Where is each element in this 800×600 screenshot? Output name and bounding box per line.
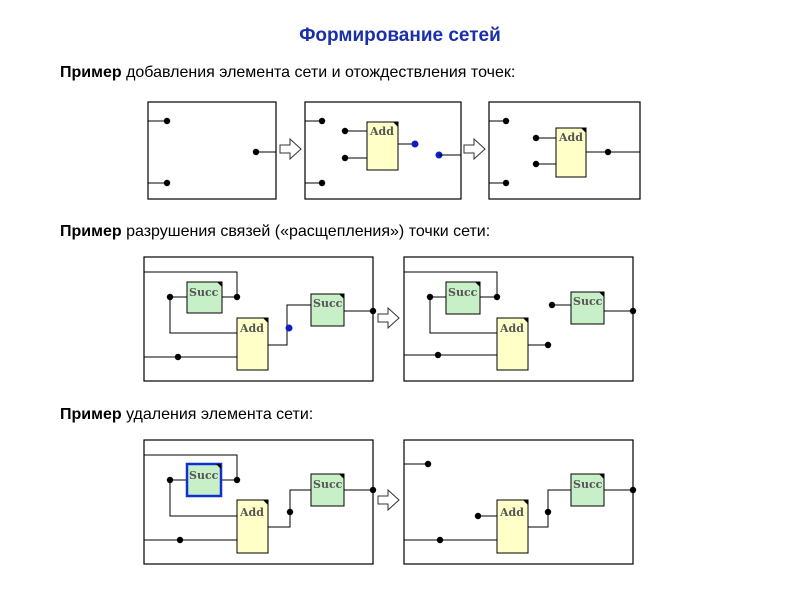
section-text: разрушения связей («расщепления») точки … [121,223,491,240]
add-block-label: Add [239,322,264,335]
points-panel4 [166,293,377,361]
succ-block-label: Succ [573,478,603,491]
points-panel7 [424,460,637,544]
succ-block-selected[interactable] [185,462,223,498]
succ-block-label: Succ [313,478,343,491]
points-panel1 [163,117,260,187]
add-block [366,121,399,171]
points-panel2 [318,117,349,187]
add-block-label: Add [239,506,264,519]
section-bold: Пример [60,64,122,81]
succ-block [310,473,345,507]
transition-arrow-icon [377,306,400,330]
section-bold: Пример [60,406,122,423]
section-heading-add: Пример добавления элемента сети и отожде… [60,64,515,82]
add-block-label: Add [499,322,524,335]
succ-block [570,291,605,325]
section-text: добавления элемента сети и отождествлени… [121,64,516,81]
points-panel6 [166,476,377,544]
add-block [236,499,269,554]
section-text: удаления элемента сети: [121,406,314,423]
succ-block [570,473,605,507]
add-block-label: Add [369,125,394,138]
succ-block-label: Succ [189,469,219,482]
succ-block-label: Succ [448,286,478,299]
section-heading-split: Пример разрушения связей («расщепления»)… [60,223,490,241]
highlight-point [285,324,293,332]
panel-delete-after [403,439,634,565]
transition-arrow-icon [279,137,302,161]
add-block [236,317,269,371]
panel-split-before [143,256,374,382]
succ-block-label: Succ [313,297,343,310]
succ-block-label: Succ [189,286,219,299]
panel-split-after [403,256,634,382]
transition-arrow-icon [377,488,400,512]
add-block [555,127,587,178]
succ-block-label: Succ [573,295,603,308]
highlight-point [411,140,419,148]
add-block-label: Add [499,506,524,519]
points-panel5 [426,293,637,359]
panel-delete-before [143,439,374,565]
points-panel3 [502,117,612,187]
transition-arrow-icon [463,137,486,161]
succ-block [445,281,481,315]
section-bold: Пример [60,223,122,240]
add-block [496,317,529,371]
section-heading-delete: Пример удаления элемента сети: [60,406,313,424]
add-block [496,499,529,554]
page-title: Формирование сетей [299,25,501,46]
succ-block [310,293,345,327]
succ-block [186,281,223,314]
add-block-label: Add [558,131,583,144]
